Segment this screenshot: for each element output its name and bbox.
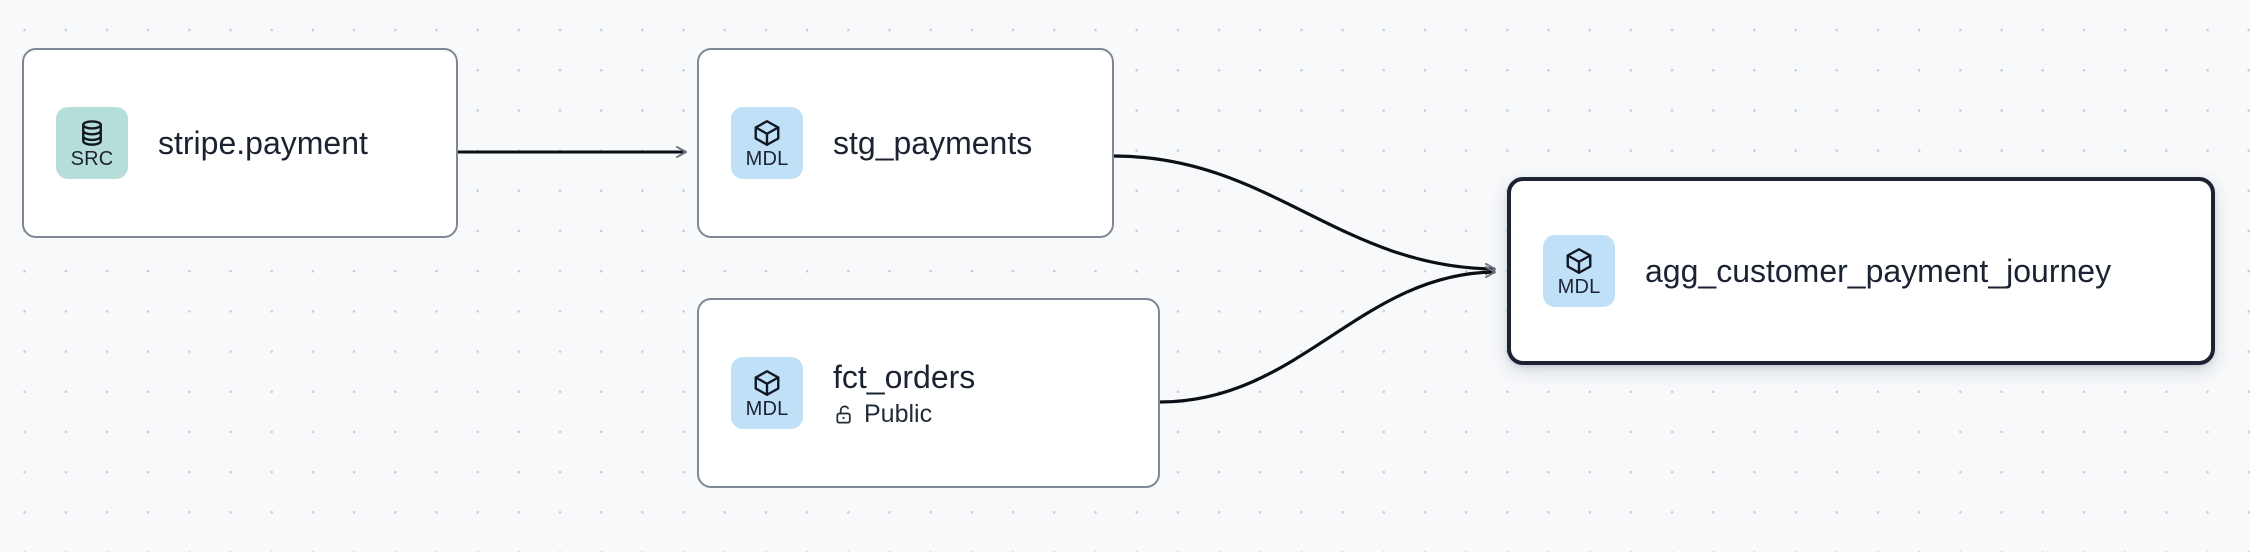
edge-fct-orders-to-agg-customer-payment-journey: [1159, 266, 1496, 404]
badge-label: SRC: [70, 147, 114, 170]
visibility-status: Public: [833, 400, 975, 429]
unlock-icon: [833, 403, 856, 426]
node-title: agg_customer_payment_journey: [1645, 253, 2112, 289]
node-stripe-payment[interactable]: SRC stripe.payment: [22, 48, 458, 238]
edge-stg-payments-to-agg-customer-payment-journey: [1113, 154, 1496, 275]
node-agg-customer-payment-journey[interactable]: MDL agg_customer_payment_journey: [1507, 177, 2215, 365]
node-fct-orders[interactable]: MDL fct_orders Public: [697, 298, 1160, 488]
node-body: stripe.payment: [158, 124, 368, 162]
model-type-badge: MDL: [1543, 235, 1615, 307]
source-type-badge: SRC: [56, 107, 128, 179]
node-body: agg_customer_payment_journey: [1645, 252, 2111, 290]
database-icon: [77, 118, 107, 148]
cube-icon: [752, 368, 782, 398]
model-type-badge: MDL: [731, 357, 803, 429]
node-body: stg_payments: [833, 124, 1032, 162]
node-body: fct_orders Public: [833, 358, 975, 429]
visibility-label: Public: [864, 399, 933, 428]
node-title: stg_payments: [833, 125, 1033, 161]
node-stg-payments[interactable]: MDL stg_payments: [697, 48, 1114, 238]
badge-label: MDL: [745, 147, 789, 170]
cube-icon: [752, 118, 782, 148]
badge-label: MDL: [745, 397, 789, 420]
node-title: fct_orders: [833, 358, 976, 395]
cube-icon: [1564, 246, 1594, 276]
model-type-badge: MDL: [731, 107, 803, 179]
node-title: stripe.payment: [158, 125, 368, 161]
badge-label: MDL: [1557, 275, 1601, 298]
